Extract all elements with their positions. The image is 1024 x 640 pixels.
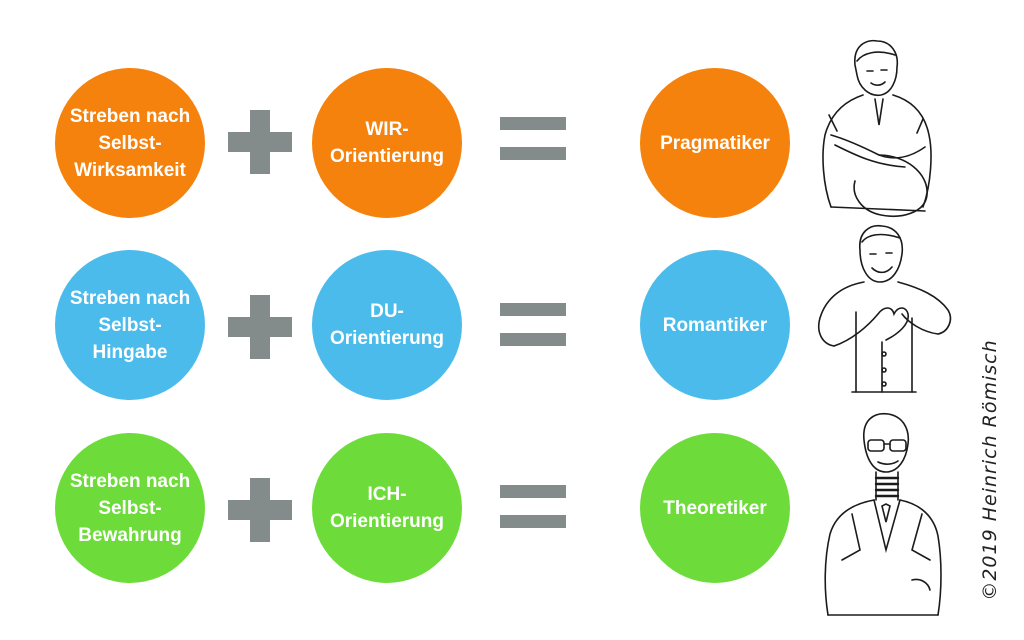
theoretiker-glasses-sketch-icon (824, 412, 942, 616)
striving-circle-selbstbewahrung: Streben nach Selbst- Bewahrung (55, 433, 205, 583)
orientation-circle-du: DU- Orientierung (312, 250, 462, 400)
pragmatiker-sketch-icon (822, 39, 932, 217)
equals-icon (500, 303, 566, 349)
equals-icon (500, 485, 566, 531)
plus-icon (228, 110, 292, 174)
striving-label: Streben nach Selbst- Hingabe (69, 287, 191, 363)
romantiker-heart-hands-sketch-icon (818, 224, 952, 393)
orientation-label: ICH- Orientierung (329, 484, 444, 532)
result-label: Theoretiker (663, 497, 767, 519)
orientation-label: DU- Orientierung (329, 301, 444, 349)
orientation-circle-wir: WIR- Orientierung (312, 68, 462, 218)
result-circle-theoretiker: Theoretiker (640, 433, 790, 583)
result-label: Pragmatiker (660, 132, 770, 154)
plus-icon (228, 478, 292, 542)
striving-circle-selbstwirksamkeit: Streben nach Selbst- Wirksamkeit (55, 68, 205, 218)
striving-circle-selbsthingabe: Streben nach Selbst- Hingabe (55, 250, 205, 400)
striving-label: Streben nach Selbst- Bewahrung (69, 470, 191, 546)
result-label: Romantiker (662, 314, 768, 336)
orientation-label: WIR- Orientierung (329, 119, 444, 167)
equals-icon (500, 117, 566, 163)
orientation-circle-ich: ICH- Orientierung (312, 433, 462, 583)
plus-icon (228, 295, 292, 359)
result-circle-pragmatiker: Pragmatiker (640, 68, 790, 218)
striving-label: Streben nach Selbst- Wirksamkeit (69, 105, 191, 181)
copyright-text: ©2019 Heinrich Römisch (979, 339, 1001, 601)
result-circle-romantiker: Romantiker (640, 250, 790, 400)
